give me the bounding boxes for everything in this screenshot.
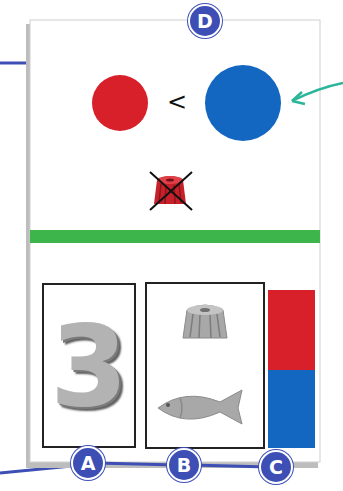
callout-letter: B (167, 448, 201, 482)
pointer-arrow-head (292, 92, 305, 104)
fish-icon (158, 390, 242, 424)
callout-text: D (197, 10, 213, 32)
icon-box (146, 283, 264, 448)
red-bar (268, 290, 315, 370)
red-circle (92, 75, 148, 131)
mold-icon (183, 305, 227, 338)
number-text: 3 (50, 310, 128, 422)
green-bar (30, 230, 320, 243)
pointer-arrow (292, 83, 343, 101)
game-card (30, 20, 320, 462)
callout-text: A (81, 452, 96, 474)
blue-bar (268, 370, 315, 448)
callout-connector (105, 463, 167, 464)
callout-letter: D (188, 4, 222, 38)
callout-text: C (269, 456, 283, 478)
leader-line (0, 62, 30, 65)
callout-letter: A (71, 446, 105, 480)
callout-connector (201, 465, 259, 466)
callout-letter: C (259, 450, 293, 484)
crossed-mold (150, 172, 192, 210)
number-box: 3 (42, 283, 136, 448)
callout-text: B (177, 454, 191, 476)
comparison-sign: < (167, 88, 187, 116)
blue-circle (205, 65, 281, 141)
